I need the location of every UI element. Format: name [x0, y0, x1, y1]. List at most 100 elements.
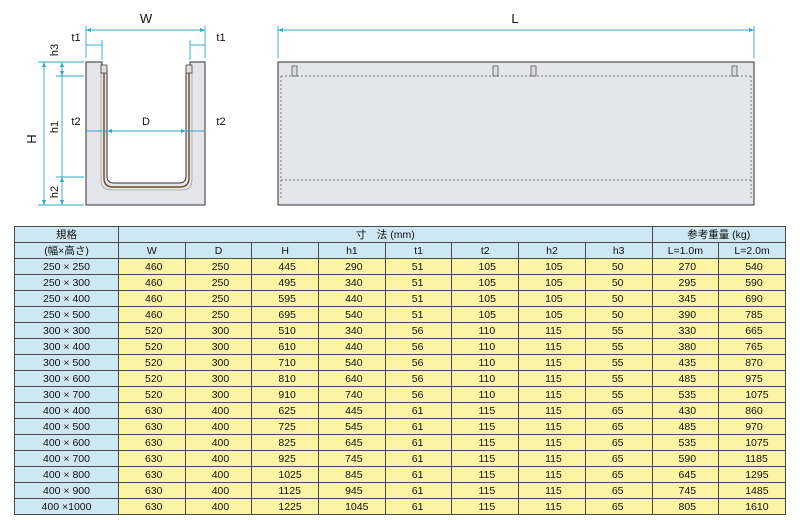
value-cell: 61 [384, 418, 453, 435]
value-cell: 540 [318, 306, 386, 323]
value-cell: 115 [451, 450, 520, 467]
value-cell: 55 [584, 386, 653, 403]
value-cell: 725 [251, 418, 320, 435]
dims-header: 寸 法 (mm) [118, 226, 653, 243]
value-cell: 65 [584, 418, 653, 435]
value-cell: 910 [251, 386, 320, 403]
value-cell: 115 [518, 370, 586, 387]
value-cell: 110 [451, 322, 520, 339]
value-cell: 485 [651, 418, 720, 435]
label-h2: h2 [49, 186, 61, 198]
value-cell: 445 [318, 402, 386, 419]
value-cell: 300 [184, 322, 253, 339]
value-cell: 65 [584, 450, 653, 467]
value-cell: 61 [384, 498, 453, 515]
dimension-lines [38, 26, 206, 206]
value-cell: 115 [518, 338, 586, 355]
value-cell: 1295 [718, 466, 786, 483]
value-cell: 1025 [251, 466, 320, 483]
value-cell: 300 [184, 386, 253, 403]
value-cell: 860 [718, 402, 786, 419]
value-cell: 1045 [318, 498, 386, 515]
value-cell: 590 [651, 450, 720, 467]
value-cell: 710 [251, 354, 320, 371]
spec-cell: 400 × 800 [14, 466, 119, 483]
value-cell: 56 [384, 386, 453, 403]
value-cell: 665 [718, 322, 786, 339]
value-cell: 250 [184, 274, 253, 291]
value-cell: 61 [384, 402, 453, 419]
value-cell: 460 [118, 290, 186, 307]
column-header: t1 [384, 242, 453, 259]
value-cell: 250 [184, 306, 253, 323]
column-header: D [184, 242, 253, 259]
spec-cell: 300 × 300 [14, 322, 119, 339]
value-cell: 110 [451, 386, 520, 403]
value-cell: 345 [651, 290, 720, 307]
value-cell: 300 [184, 338, 253, 355]
value-cell: 105 [451, 274, 520, 291]
value-cell: 870 [718, 354, 786, 371]
bolt-icon [100, 64, 193, 74]
value-cell: 115 [451, 434, 520, 451]
value-cell: 460 [118, 258, 186, 275]
value-cell: 51 [384, 274, 453, 291]
value-cell: 105 [518, 290, 586, 307]
column-header: h2 [518, 242, 586, 259]
value-cell: 825 [251, 434, 320, 451]
value-cell: 520 [118, 370, 186, 387]
value-cell: 845 [318, 466, 386, 483]
value-cell: 56 [384, 338, 453, 355]
value-cell: 975 [718, 370, 786, 387]
value-cell: 105 [518, 258, 586, 275]
value-cell: 400 [184, 498, 253, 515]
column-header: h3 [584, 242, 653, 259]
value-cell: 50 [584, 290, 653, 307]
value-cell: 115 [451, 402, 520, 419]
value-cell: 945 [318, 482, 386, 499]
value-cell: 61 [384, 434, 453, 451]
value-cell: 630 [118, 498, 186, 515]
value-cell: 540 [318, 354, 386, 371]
value-cell: 115 [518, 386, 586, 403]
value-cell: 630 [118, 466, 186, 483]
dimension-arrows [42, 28, 205, 205]
value-cell: 380 [651, 338, 720, 355]
value-cell: 115 [451, 466, 520, 483]
table-header-row-1: 規格 寸 法 (mm) 参考重量 (kg) [14, 226, 786, 243]
spec-cell: 300 × 700 [14, 386, 119, 403]
spec-cell: 250 × 300 [14, 274, 119, 291]
spec-cell: 400 × 500 [14, 418, 119, 435]
value-cell: 540 [718, 258, 786, 275]
value-cell: 970 [718, 418, 786, 435]
label-h3: h3 [49, 44, 61, 56]
value-cell: 61 [384, 482, 453, 499]
value-cell: 115 [518, 498, 586, 515]
value-cell: 400 [184, 450, 253, 467]
value-cell: 1185 [718, 450, 786, 467]
spec-cell: 300 × 400 [14, 338, 119, 355]
value-cell: 745 [651, 482, 720, 499]
label-H: H [24, 134, 39, 143]
value-cell: 640 [318, 370, 386, 387]
spec-cell: 400 × 700 [14, 450, 119, 467]
value-cell: 785 [718, 306, 786, 323]
column-header: t2 [451, 242, 520, 259]
value-cell: 535 [651, 434, 720, 451]
value-cell: 645 [318, 434, 386, 451]
value-cell: 250 [184, 290, 253, 307]
value-cell: 440 [318, 338, 386, 355]
value-cell: 105 [518, 274, 586, 291]
value-cell: 110 [451, 370, 520, 387]
value-cell: 535 [651, 386, 720, 403]
